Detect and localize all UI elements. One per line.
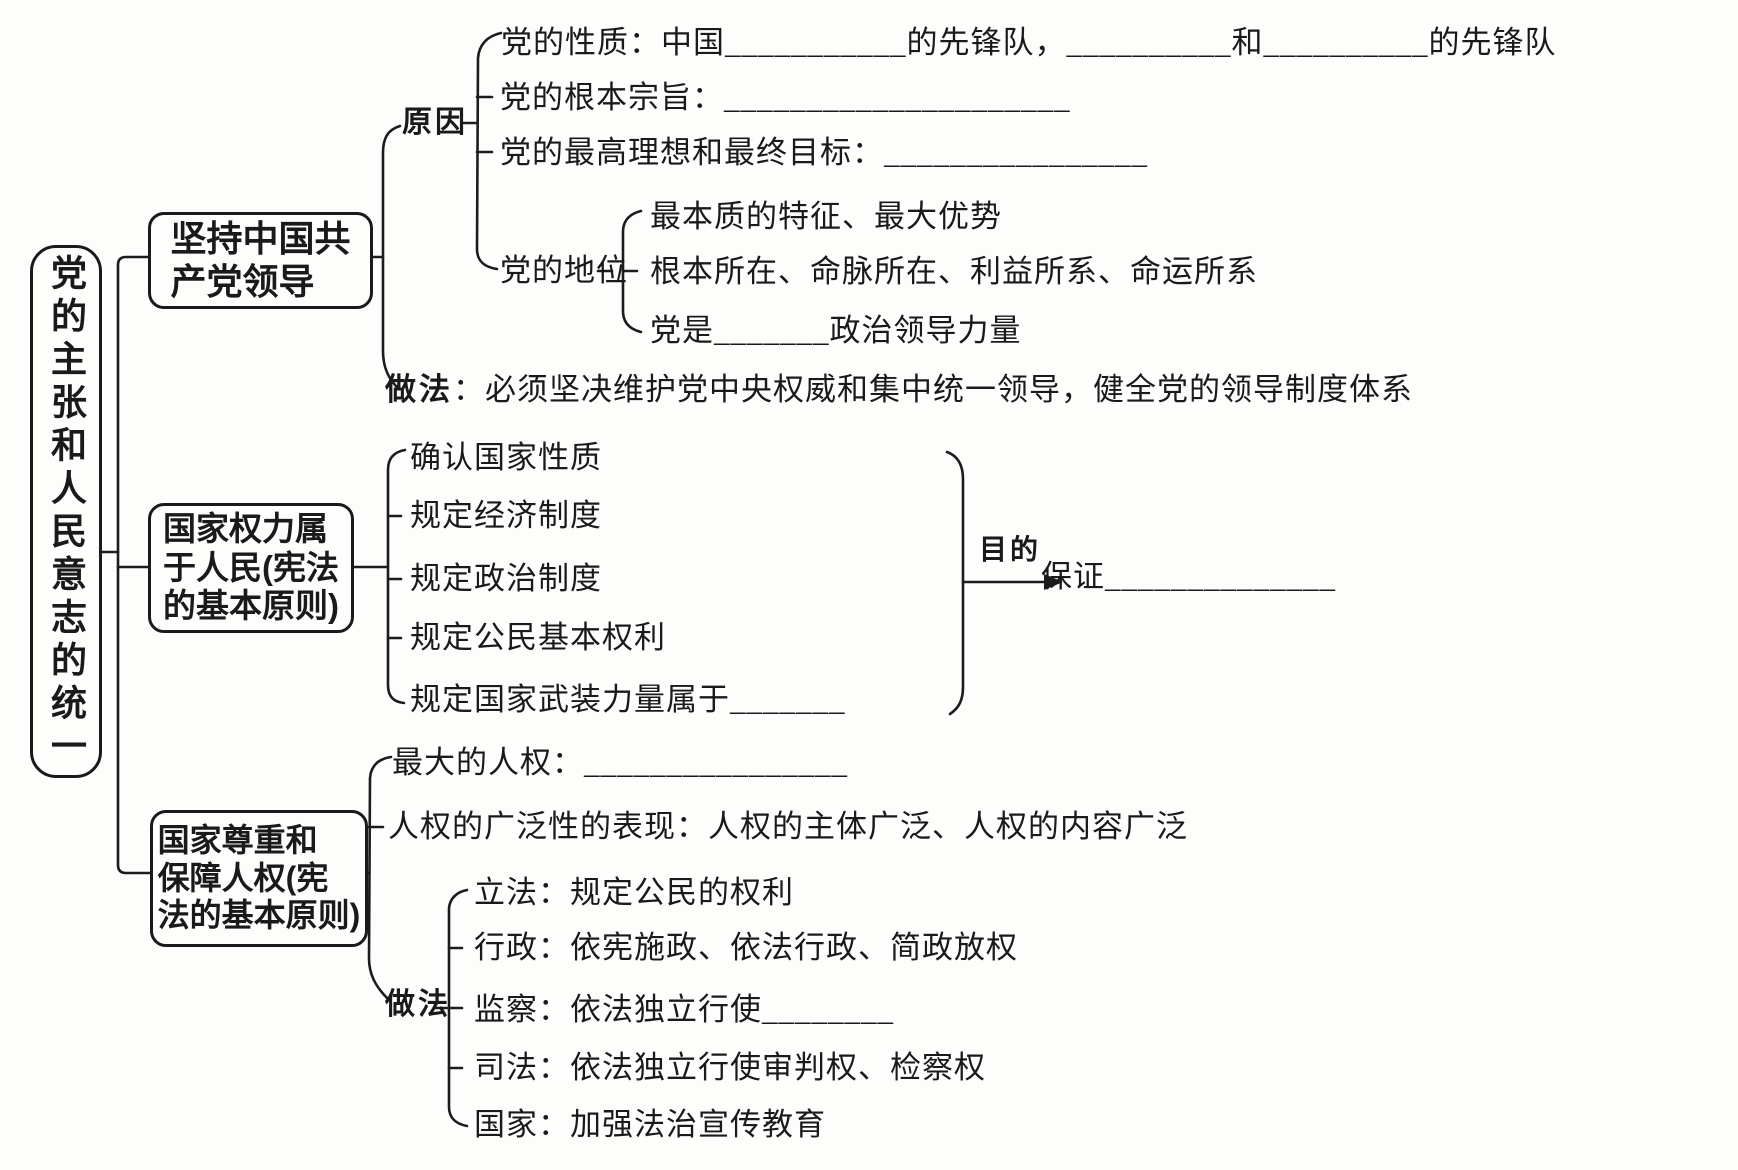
reason-label: 原因 xyxy=(402,106,468,139)
method-item-legislation: 立法：规定公民的权利 xyxy=(474,875,794,910)
branch1-method-line: 做法：必须坚决维护党中央权威和集中统一领导，健全党的领导制度体系 xyxy=(385,371,1413,409)
status-item-3: 党是_______政治领导力量 xyxy=(650,313,1022,348)
branch2-bracket xyxy=(386,448,407,705)
status-item-1: 最本质的特征、最大优势 xyxy=(650,199,1002,234)
constitution-item-5: 规定国家武装力量属于_______ xyxy=(410,682,846,717)
purpose-label: 目的 xyxy=(979,534,1042,565)
constitution-item-4: 规定公民基本权利 xyxy=(410,620,666,655)
branch3-fork xyxy=(367,755,393,1001)
human-rights-item-1: 最大的人权：________________ xyxy=(392,745,848,780)
trunk-line xyxy=(116,255,154,875)
branch2-node: 国家权力属 于人民(宪法 的基本原则) xyxy=(148,503,354,633)
party-status-label: 党的地位 xyxy=(500,253,628,288)
branch2-node-label: 国家权力属 于人民(宪法 的基本原则) xyxy=(163,509,339,625)
method-item-justice: 司法：依法独立行使审判权、检察权 xyxy=(474,1050,986,1085)
branch3-method-label: 做法 xyxy=(385,988,451,1021)
branch2-close-paren xyxy=(945,450,965,716)
party-nature-item: 党的性质：中国___________的先锋队，__________和______… xyxy=(501,25,1557,60)
status-item-2: 根本所在、命脉所在、利益所系、命运所系 xyxy=(650,254,1258,289)
party-purpose-item: 党的根本宗旨：_____________________ xyxy=(500,80,1071,115)
branch1-fork xyxy=(381,124,402,391)
party-ideal-item: 党的最高理想和最终目标：________________ xyxy=(500,135,1148,170)
constitution-item-2: 规定经济制度 xyxy=(410,498,602,533)
reason-bracket xyxy=(475,31,503,271)
branch3-node-label: 国家尊重和 保障人权(宪 法的基本原则) xyxy=(157,821,361,934)
method-item-administration: 行政：依宪施政、依法行政、简政放权 xyxy=(474,930,1018,965)
constitution-item-1: 确认国家性质 xyxy=(410,440,602,475)
constitution-item-3: 规定政治制度 xyxy=(410,561,602,596)
branch1-method-text: ：必须坚决维护党中央权威和集中统一领导，健全党的领导制度体系 xyxy=(453,372,1413,407)
branch1-method-label: 做法 xyxy=(385,372,453,407)
root-node: 党的主张和人民意志的统一 xyxy=(30,245,102,778)
purpose-arrowhead xyxy=(1044,574,1063,590)
branch1-node: 坚持中国共 产党领导 xyxy=(148,212,373,309)
method-item-supervision: 监察：依法独立行使________ xyxy=(474,992,894,1027)
branch1-node-label: 坚持中国共 产党领导 xyxy=(170,218,351,302)
method-item-state: 国家：加强法治宣传教育 xyxy=(474,1107,826,1142)
method-bracket xyxy=(447,888,469,1128)
branch3-node: 国家尊重和 保障人权(宪 法的基本原则) xyxy=(150,810,368,947)
purpose-result-text: 保证______________ xyxy=(1041,559,1336,594)
root-node-label: 党的主张和人民意志的统一 xyxy=(46,253,87,770)
human-rights-item-2: 人权的广泛性的表现：人权的主体广泛、人权的内容广泛 xyxy=(388,809,1188,844)
